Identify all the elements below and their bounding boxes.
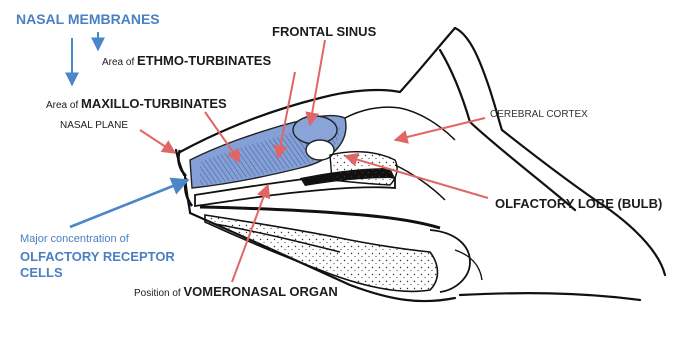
arrow-cerebral-cortex bbox=[395, 118, 485, 140]
label-nasal-plane: NASAL PLANE bbox=[60, 121, 128, 132]
label-ethmo-turbinates: Area of ETHMO-TURBINATES bbox=[102, 53, 271, 70]
label-maxillo-prefix: Area of bbox=[46, 100, 81, 111]
label-nasal-membranes: NASAL MEMBRANES bbox=[16, 12, 160, 27]
label-vomeronasal-organ: Position of VOMERONASAL ORGAN bbox=[134, 284, 338, 301]
label-maxillo-turbinates: Area of MAXILLO-TURBINATES bbox=[46, 96, 227, 113]
label-cerebral-cortex: CEREBRAL CORTEX bbox=[490, 110, 588, 121]
arrow-receptor-cells bbox=[70, 180, 188, 227]
label-vomeronasal-main: VOMERONASAL ORGAN bbox=[183, 284, 337, 299]
label-ethmo-main: ETHMO-TURBINATES bbox=[137, 53, 271, 68]
label-receptor-line3: CELLS bbox=[20, 266, 63, 280]
label-olfactory-lobe: OLFACTORY LOBE (BULB) bbox=[495, 197, 662, 211]
label-maxillo-main: MAXILLO-TURBINATES bbox=[81, 96, 227, 111]
arrow-frontal-sinus bbox=[310, 40, 325, 125]
label-receptor-line2: OLFACTORY RECEPTOR bbox=[20, 250, 175, 264]
label-receptor-line1: Major concentration of bbox=[20, 234, 129, 246]
label-vomeronasal-prefix: Position of bbox=[134, 288, 183, 299]
arrow-nasal-plane bbox=[140, 130, 175, 153]
label-frontal-sinus: FRONTAL SINUS bbox=[272, 25, 376, 39]
label-ethmo-prefix: Area of bbox=[102, 57, 137, 68]
